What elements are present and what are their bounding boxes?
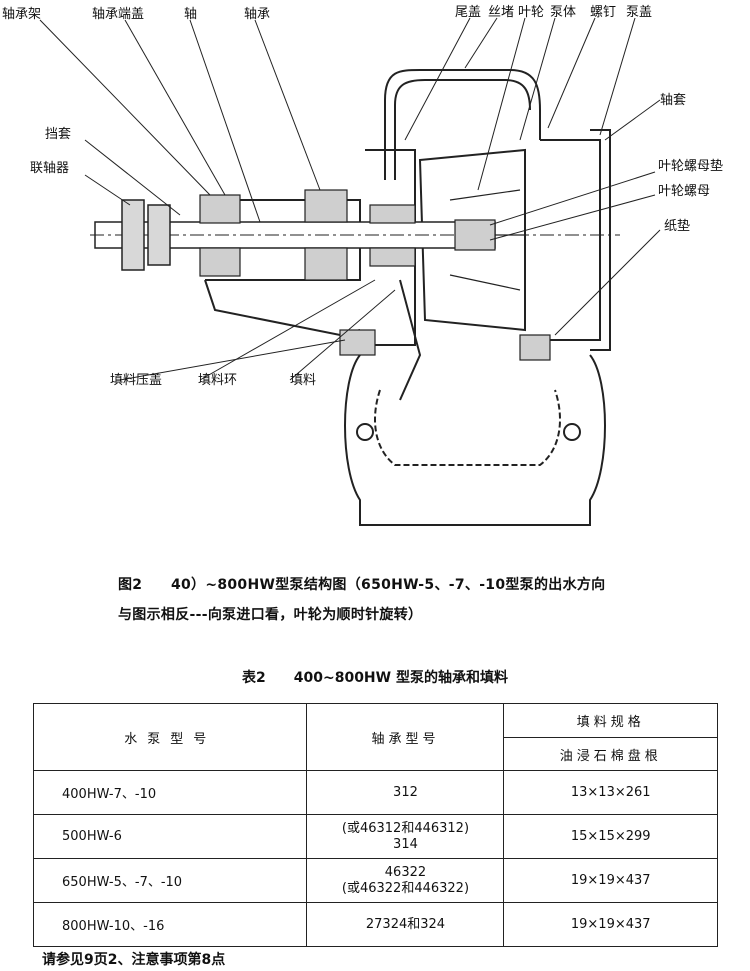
cell-model: 400HW-7、-10 [32, 770, 308, 815]
label-packing: 填料 [290, 373, 316, 388]
label-impeller-nut: 叶轮螺母 [658, 184, 710, 199]
label-pump-body: 泵体 [550, 5, 576, 20]
label-wire-plug: 丝堵 [488, 5, 514, 20]
label-impeller: 叶轮 [518, 5, 544, 20]
reference-note: 请参见9页2、注意事项第8点 [42, 952, 226, 968]
table-row: 400HW-7、-10 312 13×13×261 [32, 770, 718, 815]
bearing-packing-table: 水泵型号 轴承型号 填料规格 油浸石棉盘根 400HW-7、-10 312 13… [32, 703, 718, 947]
figure-caption-line1: 图2 40）~800HW型泵结构图（650HW-5、-7、-10型泵的出水方向 [118, 577, 606, 593]
label-retaining-sleeve: 挡套 [45, 126, 71, 142]
label-tail-cover: 尾盖 [455, 5, 481, 20]
table-row: 650HW-5、-7、-10 46322 (或46322和446322) 19×… [32, 858, 718, 903]
label-bearing-frame: 轴承架 [2, 7, 41, 22]
label-pump-cover: 泵盖 [626, 5, 652, 20]
cell-bearing: 46322 (或46322和446322) [306, 858, 505, 903]
label-shaft-sleeve: 轴套 [660, 92, 686, 108]
label-shaft: 轴 [184, 7, 197, 22]
cell-packing: 15×15×299 [503, 814, 718, 859]
label-impeller-nut-washer: 叶轮螺母垫 [658, 158, 723, 174]
cell-packing: 13×13×261 [503, 770, 718, 815]
cell-packing: 19×19×437 [503, 902, 718, 947]
cell-model: 650HW-5、-7、-10 [32, 858, 308, 903]
header-bearing-model: 轴承型号 [306, 703, 505, 771]
label-packing-gland: 填料压盖 [110, 373, 162, 388]
cell-bearing: 27324和324 [306, 902, 505, 947]
label-bearing: 轴承 [244, 7, 270, 22]
header-pump-model: 水泵型号 [32, 703, 308, 771]
cell-bearing: 312 [306, 770, 505, 815]
cell-model: 800HW-10、-16 [32, 902, 308, 947]
figure-caption-line2: 与图示相反---向泵进口看，叶轮为顺时针旋转） [118, 607, 423, 623]
table-row: 500HW-6 (或46312和446312) 314 15×15×299 [32, 814, 718, 859]
label-screw: 螺钉 [590, 5, 616, 20]
label-coupling: 联轴器 [30, 161, 69, 176]
pump-structure-diagram: 轴承架 轴承端盖 轴 轴承 尾盖 丝堵 叶轮 泵体 螺钉 泵盖 挡套 联轴器 轴… [2, 5, 723, 526]
header-packing-spec: 填料规格 [503, 703, 718, 738]
table-row: 800HW-10、-16 27324和324 19×19×437 [32, 902, 718, 947]
cell-packing: 19×19×437 [503, 858, 718, 903]
header-packing-material: 油浸石棉盘根 [503, 737, 718, 771]
label-paper-gasket: 纸垫 [664, 218, 690, 234]
label-bearing-end-cap: 轴承端盖 [92, 7, 144, 22]
cell-model: 500HW-6 [32, 814, 308, 859]
table-title: 表2 400~800HW 型泵的轴承和填料 [242, 670, 508, 686]
cell-bearing: (或46312和446312) 314 [306, 814, 505, 859]
label-packing-ring: 填料环 [198, 373, 237, 388]
